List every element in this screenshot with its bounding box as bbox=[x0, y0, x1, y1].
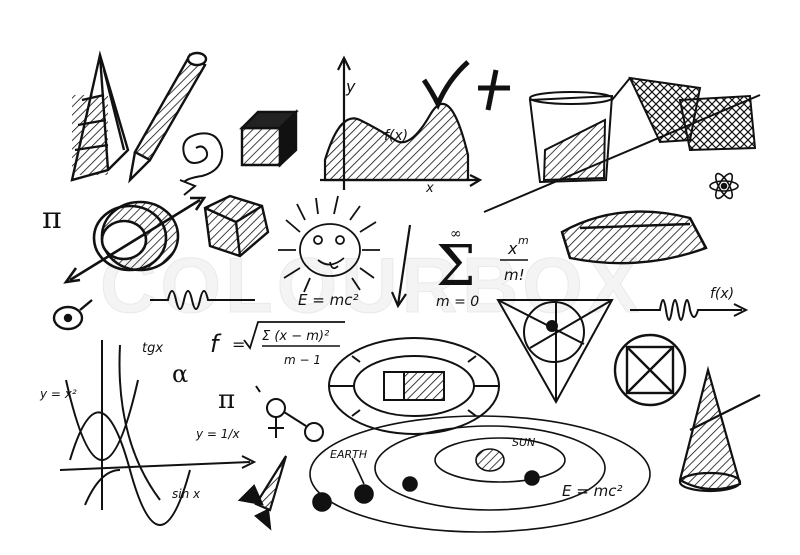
triangle-circle-icon bbox=[496, 299, 614, 405]
wave-fx-label: f(x) bbox=[710, 286, 734, 302]
emc2-face-label: E = mc² bbox=[298, 291, 358, 309]
earth-label: EARTH bbox=[330, 448, 367, 461]
tgx-label: tgx bbox=[142, 341, 163, 356]
sum-sigma: Σ bbox=[436, 234, 476, 299]
pencil-icon bbox=[128, 51, 208, 184]
sun-label: SUN bbox=[512, 436, 535, 449]
down-arrow bbox=[390, 224, 412, 309]
sum-exponent: m bbox=[518, 234, 529, 247]
signal-wave-left bbox=[150, 290, 255, 310]
alpha-symbol: α bbox=[172, 360, 188, 388]
graph-fx-label: f(x) bbox=[384, 128, 408, 144]
cross-mark-icon bbox=[478, 69, 510, 111]
emc2-bottom-label: E = mc² bbox=[562, 482, 622, 500]
function-graph bbox=[320, 55, 483, 190]
magnet-field-icon bbox=[328, 337, 500, 435]
target-icon bbox=[52, 299, 93, 331]
watermark: COLOURBOX bbox=[100, 241, 643, 329]
signal-wave-right bbox=[630, 299, 742, 321]
glass-prism-icon bbox=[483, 76, 761, 213]
slab-icon bbox=[560, 210, 708, 265]
sum-lower-limit: m = 0 bbox=[436, 294, 479, 310]
pyramid-icon bbox=[70, 50, 130, 182]
wheel-cylinder-icon bbox=[63, 196, 207, 284]
solar-system-icon bbox=[309, 415, 651, 533]
inscribed-square-icon bbox=[613, 333, 687, 407]
cone-icon bbox=[678, 365, 761, 493]
pi-symbol-mid: π bbox=[218, 385, 235, 415]
function-plots bbox=[59, 340, 257, 526]
stddev-numerator: Σ (x − m)² bbox=[262, 329, 329, 344]
sinx-label: sin x bbox=[172, 487, 201, 501]
stddev-equals: = bbox=[232, 335, 245, 354]
pi-symbol-left: π bbox=[42, 201, 62, 236]
stddev-denominator: m − 1 bbox=[284, 353, 321, 367]
spiral-icon bbox=[179, 132, 224, 196]
scientist-face-icon bbox=[278, 195, 380, 293]
sum-denominator: m! bbox=[504, 266, 525, 284]
graph-y-label: y bbox=[345, 77, 356, 96]
sum-upper-limit: ∞ bbox=[450, 226, 462, 242]
gem-icon bbox=[203, 194, 270, 258]
checkmark-icon bbox=[421, 60, 470, 111]
venus-symbol-icon bbox=[255, 385, 324, 442]
sum-numerator: x bbox=[507, 239, 518, 258]
y-1x-label: y = 1/x bbox=[195, 427, 240, 441]
graph-x-label: x bbox=[425, 181, 434, 196]
atom-icon bbox=[709, 172, 739, 200]
cube-icon bbox=[239, 109, 299, 168]
y-x2-label: y = x² bbox=[39, 387, 77, 401]
rocket-icon bbox=[237, 455, 288, 531]
stddev-f: f bbox=[210, 330, 222, 358]
